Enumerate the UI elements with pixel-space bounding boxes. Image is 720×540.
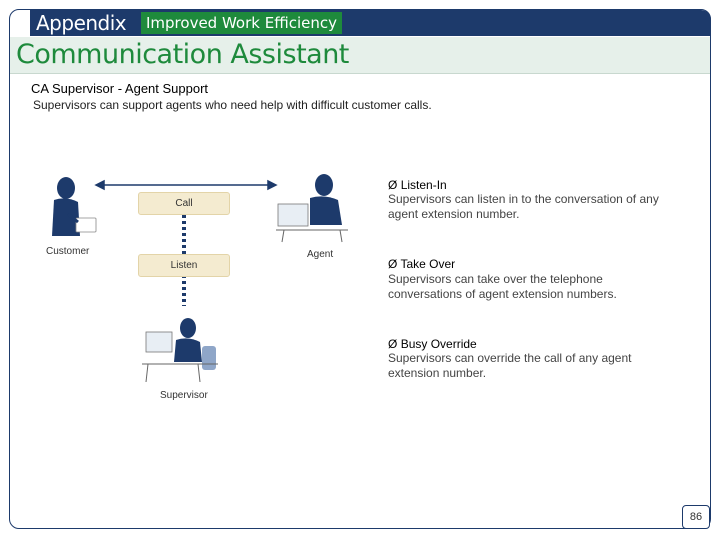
supervisor-icon — [142, 318, 218, 383]
section-label: Appendix — [36, 11, 127, 35]
description: Supervisors can support agents who need … — [33, 98, 432, 112]
slide-frame — [9, 9, 711, 529]
agent-label: Agent — [307, 249, 334, 260]
feature-listen-in-desc: Supervisors can listen in to the convers… — [388, 192, 659, 221]
page-number: 86 — [682, 505, 710, 529]
page-title: Communication Assistant — [16, 39, 349, 70]
category-tag: Improved Work Efficiency — [141, 12, 342, 34]
title-bar — [10, 37, 710, 74]
subtitle: CA Supervisor - Agent Support — [31, 81, 209, 96]
feature-busy-override-desc: Supervisors can override the call of any… — [388, 351, 632, 380]
header-accent — [25, 10, 30, 36]
call-arrow — [94, 179, 278, 191]
agent-icon — [276, 174, 348, 243]
call-pill: Call — [138, 192, 230, 215]
customer-icon — [52, 177, 97, 236]
listen-pill: Listen — [138, 254, 230, 277]
feature-take-over-title: Ø Take Over — [388, 257, 456, 271]
feature-listen-in-title: Ø Listen-In — [388, 178, 447, 192]
customer-label: Customer — [46, 246, 90, 257]
supervisor-label: Supervisor — [160, 390, 208, 401]
bullet-arrow-icon: Ø — [388, 257, 398, 271]
bullet-arrow-icon: Ø — [388, 337, 398, 351]
feature-busy-override-title: Ø Busy Override — [388, 337, 477, 351]
bullet-arrow-icon: Ø — [388, 178, 398, 192]
feature-take-over-desc: Supervisors can take over the telephone … — [388, 272, 617, 301]
header-bar — [25, 10, 711, 36]
